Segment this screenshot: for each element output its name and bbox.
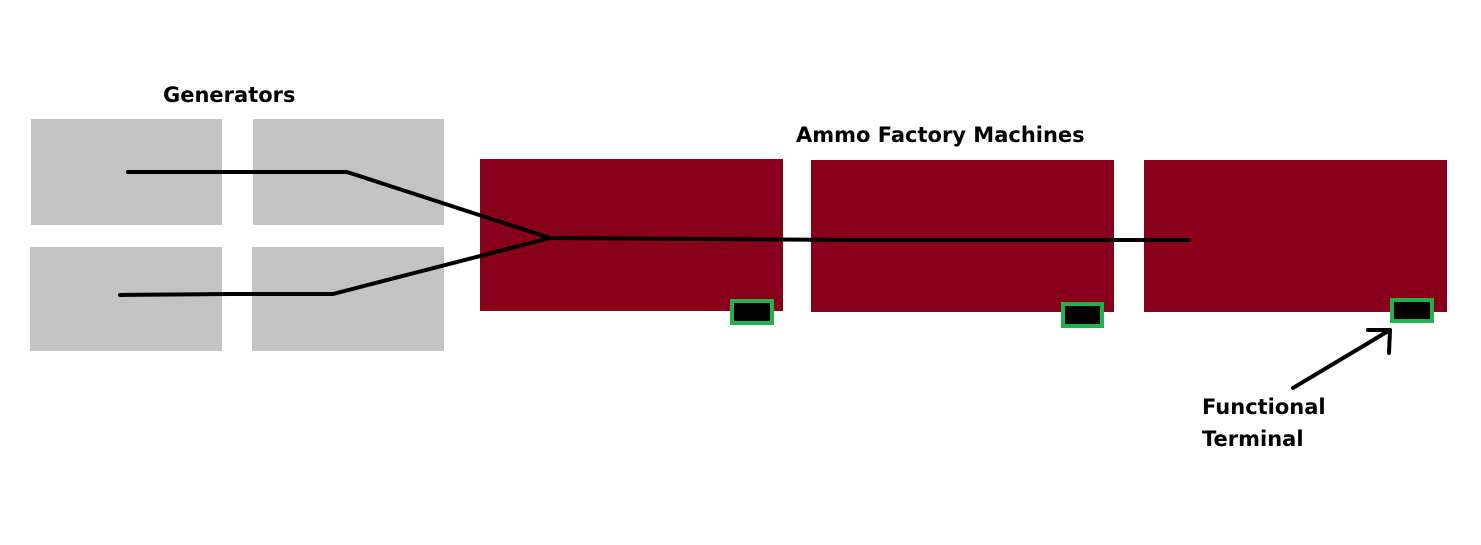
terminal-1 [730, 299, 774, 325]
power-cables [118, 170, 1191, 297]
ammo-machine-2 [811, 160, 1114, 312]
functional-terminal-label: Functional Terminal [1202, 391, 1326, 455]
generators-label: Generators [163, 83, 296, 107]
ammo-factory-machines-label: Ammo Factory Machines [796, 123, 1085, 147]
ammo-machine-3 [1144, 160, 1447, 312]
functional-terminal-label-line-2: Terminal [1202, 427, 1304, 451]
cable-upper-generators [126, 170, 552, 240]
generator-4 [252, 247, 444, 351]
generator-3 [30, 247, 222, 351]
ammo-machine-1 [480, 159, 783, 311]
terminal-group [730, 298, 1434, 328]
functional-terminal [1390, 298, 1434, 323]
cable-main-bus [548, 236, 1191, 242]
arrow-head [1366, 328, 1392, 355]
functional-terminal-label-line-1: Functional [1202, 395, 1326, 419]
terminal-2 [1061, 302, 1104, 328]
machine-group [480, 159, 1447, 312]
arrow-shaft [1291, 328, 1392, 390]
terminal-pointer-arrow [1291, 328, 1392, 390]
cable-lower-generators [118, 236, 552, 297]
